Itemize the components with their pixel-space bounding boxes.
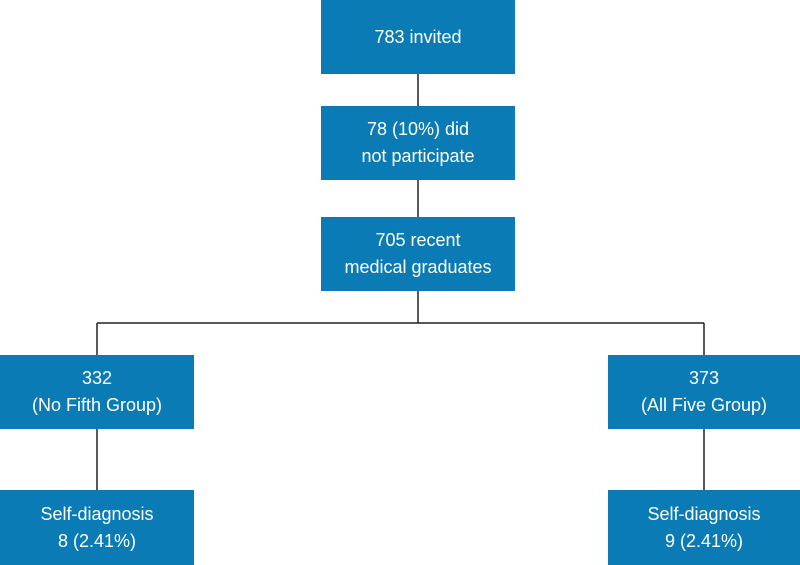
non-participants-line-2: not participate (361, 146, 475, 166)
no-fifth-group-count: 332 (81, 368, 113, 388)
no-fifth-group-box: 332 (No Fifth Group) (0, 355, 194, 429)
self-diagnosis-left-value: 8 (2.41%) (57, 530, 137, 551)
self-diagnosis-left-box: Self-diagnosis 8 (2.41%) (0, 490, 194, 565)
graduates-box: 705 recent medical graduates (321, 217, 515, 291)
non-participants-line-1: 78 (10%) did (366, 119, 470, 139)
graduates-line-2: medical graduates (344, 257, 492, 277)
graduates-line-1: 705 recent (375, 230, 461, 250)
invited-line-1: 783 invited (374, 26, 462, 47)
invited-box: 783 invited (321, 0, 515, 74)
self-diagnosis-right-value: 9 (2.41%) (664, 530, 744, 551)
self-diagnosis-right-label: Self-diagnosis (647, 503, 761, 524)
self-diagnosis-left-label: Self-diagnosis (40, 503, 154, 524)
self-diagnosis-right-box: Self-diagnosis 9 (2.41%) (608, 490, 800, 565)
all-five-group-count: 373 (688, 368, 720, 388)
all-five-group-label: (All Five Group) (640, 395, 768, 415)
no-fifth-group-label: (No Fifth Group) (31, 395, 163, 415)
non-participants-box: 78 (10%) did not participate (321, 106, 515, 180)
all-five-group-box: 373 (All Five Group) (608, 355, 800, 429)
